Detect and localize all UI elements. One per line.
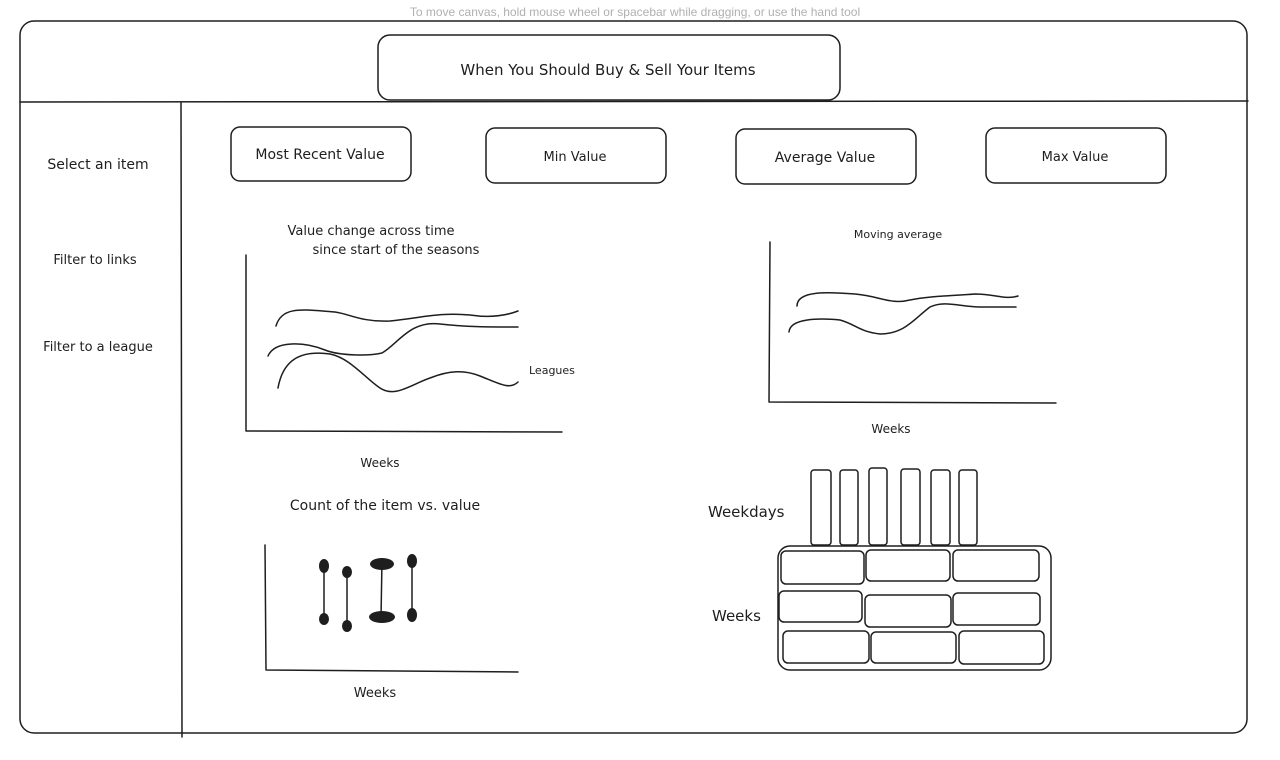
moving-avg-title: Moving average xyxy=(854,228,943,241)
kpi-box-min[interactable] xyxy=(485,127,667,184)
scatter-point xyxy=(369,611,395,623)
scatter-point xyxy=(319,559,329,573)
sidebar-item-select-item[interactable]: Select an item xyxy=(47,157,148,173)
line-chart-title: Value change across time xyxy=(288,224,455,239)
line-series-3 xyxy=(277,352,519,393)
heatmap-cell xyxy=(782,630,870,664)
heatmap-cell xyxy=(958,630,1045,665)
kpi-box-average[interactable] xyxy=(735,128,917,185)
scatter-point xyxy=(370,558,394,570)
scatter-point xyxy=(342,620,352,632)
weekday-col-2 xyxy=(839,469,859,546)
kpi-most-recent-label: Most Recent Value xyxy=(255,147,384,163)
line-chart-series-label: Leagues xyxy=(529,364,575,377)
scatter-title: Count of the item vs. value xyxy=(290,498,480,514)
line-series-1 xyxy=(275,309,519,327)
heatmap-cell xyxy=(865,549,951,582)
moving-avg-series-2 xyxy=(788,303,1017,335)
dashboard-frame xyxy=(19,20,1248,734)
moving-avg-series-1 xyxy=(796,291,1019,307)
weekday-col-4 xyxy=(900,468,921,546)
heatmap-cell xyxy=(780,550,865,585)
line-chart-subtitle: since start of the seasons xyxy=(313,243,480,258)
heatmap-cell xyxy=(952,549,1040,582)
kpi-average-label: Average Value xyxy=(775,150,875,166)
weekday-col-6 xyxy=(958,469,978,546)
moving-avg-axes xyxy=(768,241,1057,404)
line-series-2 xyxy=(267,322,519,357)
heatmap-cell xyxy=(778,590,863,623)
heatmap-row-label: Weeks xyxy=(712,607,761,625)
scatter-point xyxy=(342,566,352,578)
heatmap-cell xyxy=(952,592,1041,626)
scatter-axes xyxy=(264,544,519,673)
weekday-col-3 xyxy=(868,467,888,546)
heatmap-col-label: Weekdays xyxy=(708,503,785,521)
scatter-point xyxy=(407,608,417,622)
heatmap-cell xyxy=(870,631,957,664)
dashboard-title: When You Should Buy & Sell Your Items xyxy=(460,61,755,79)
header-divider xyxy=(19,100,1249,103)
title-box xyxy=(377,34,841,101)
weekday-col-1 xyxy=(810,469,832,546)
scatter-point xyxy=(407,554,417,568)
scatter-xlabel: Weeks xyxy=(354,686,397,701)
moving-avg-xlabel: Weeks xyxy=(871,422,910,436)
kpi-box-most-recent[interactable] xyxy=(230,126,412,182)
heatmap-cell xyxy=(864,594,952,628)
kpi-max-label: Max Value xyxy=(1042,150,1109,165)
sidebar-item-filter-league[interactable]: Filter to a league xyxy=(43,340,153,355)
canvas-hint: To move canvas, hold mouse wheel or spac… xyxy=(409,5,861,19)
line-chart-xlabel: Weeks xyxy=(360,456,399,470)
line-chart-axes xyxy=(245,254,563,433)
scatter-point xyxy=(319,613,329,625)
weekday-col-5 xyxy=(930,469,951,546)
sidebar-item-filter-links[interactable]: Filter to links xyxy=(53,253,137,268)
sidebar-divider xyxy=(180,102,183,738)
kpi-box-max[interactable] xyxy=(985,127,1167,184)
heatmap-grid xyxy=(777,545,1052,671)
kpi-min-label: Min Value xyxy=(544,150,607,165)
